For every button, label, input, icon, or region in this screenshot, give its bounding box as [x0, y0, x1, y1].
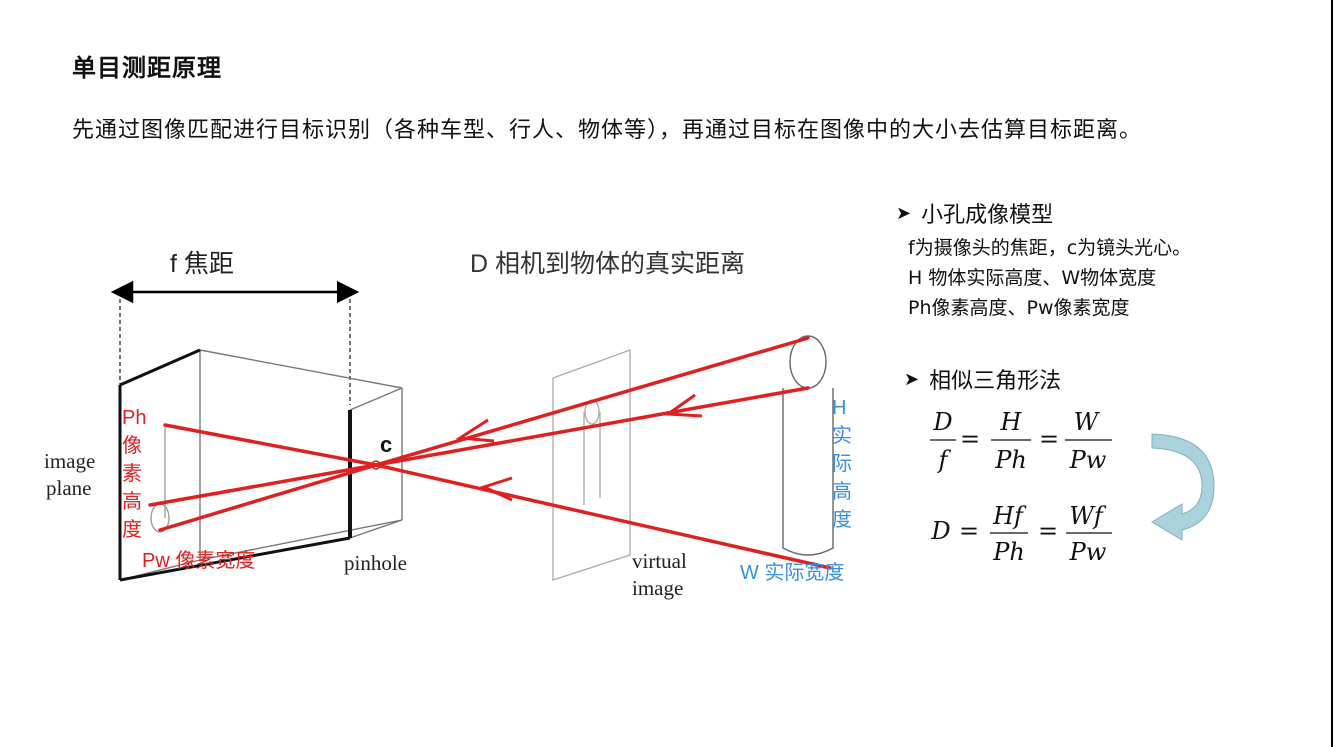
f2-eq2: = — [1038, 517, 1058, 545]
f1-c-den: Pw — [1069, 446, 1107, 474]
svg-text:实: 实 — [832, 424, 852, 447]
f1-eq1: = — [960, 425, 980, 453]
section1-title: 小孔成像模型 — [921, 203, 1054, 228]
section1-line-2: H 物体实际高度、W物体宽度 — [908, 267, 1157, 289]
curved-arrow-icon — [1151, 433, 1215, 541]
f1-a-num: D — [932, 408, 952, 436]
svg-text:像: 像 — [122, 434, 142, 457]
f1-c-num: W — [1074, 408, 1101, 436]
arrowhead-bullet-icon: ➤ — [896, 202, 912, 224]
object-cylinder — [782, 335, 834, 556]
svg-text:plane: plane — [46, 476, 91, 500]
svg-text:image: image — [44, 449, 95, 473]
section-pinhole-model: ➤ 小孔成像模型 — [896, 197, 1053, 229]
ray-direction-arrows — [455, 393, 703, 502]
f2-b-den: Ph — [992, 538, 1025, 566]
f2-eq1: = — [959, 517, 979, 545]
f1-a-den: f — [937, 446, 952, 474]
inverted-image-cylinder — [150, 425, 170, 533]
f2-c-num: Wf — [1069, 502, 1107, 530]
section2-title: 相似三角形法 — [929, 369, 1062, 394]
arrowhead-bullet-icon: ➤ — [904, 368, 920, 390]
f2-lhs: D — [930, 517, 950, 545]
svg-text:高: 高 — [832, 480, 852, 503]
pinhole-label: pinhole — [344, 551, 407, 575]
red-rays — [148, 336, 832, 570]
virtual-image-plane — [552, 349, 631, 581]
svg-text:virtual: virtual — [632, 549, 687, 573]
h-label: H 实 际 高 度 — [832, 397, 852, 531]
svg-text:image: image — [632, 576, 683, 600]
pw-label: Pw 像素宽度 — [142, 549, 255, 572]
pinhole-c-label: c — [380, 432, 392, 457]
section-similar-triangles: ➤ 相似三角形法 — [904, 363, 1061, 395]
section1-line-1: f为摄像头的焦距，c为镜头光心。 — [908, 237, 1192, 259]
svg-text:度: 度 — [832, 508, 852, 531]
w-label: W 实际宽度 — [740, 561, 844, 584]
right-edge-line — [1331, 0, 1333, 747]
svg-text:Ph: Ph — [122, 407, 146, 429]
f2-b-num: Hf — [992, 502, 1027, 530]
ph-label: Ph 像 素 高 度 — [122, 407, 146, 541]
svg-text:际: 际 — [832, 452, 852, 475]
pinhole-camera-diagram: f 焦距 D 相机到物体的真实距离 c — [44, 250, 852, 600]
formulas: D f = H Ph = W Pw D = Hf Ph = Wf Pw — [930, 408, 1112, 566]
image-plane-label: image plane — [44, 449, 95, 500]
virtual-image-label: virtual image — [632, 549, 687, 600]
f1-eq2: = — [1039, 425, 1059, 453]
distance-label: D 相机到物体的真实距离 — [470, 250, 745, 278]
page-title: 单目测距原理 — [72, 53, 222, 82]
svg-text:高: 高 — [122, 490, 142, 513]
f1-b-num: H — [1000, 408, 1023, 436]
f2-c-den: Pw — [1069, 538, 1107, 566]
image-plane — [118, 348, 351, 582]
svg-text:H: H — [832, 397, 846, 419]
page-subtitle: 先通过图像匹配进行目标识别（各种车型、行人、物体等），再通过目标在图像中的大小去… — [72, 118, 1143, 143]
section1-line-3: Ph像素高度、Pw像素宽度 — [908, 297, 1130, 319]
f1-b-den: Ph — [994, 446, 1027, 474]
camera-box — [119, 349, 403, 581]
focal-label: f 焦距 — [170, 250, 234, 278]
svg-text:素: 素 — [122, 462, 142, 485]
svg-text:度: 度 — [122, 518, 142, 541]
